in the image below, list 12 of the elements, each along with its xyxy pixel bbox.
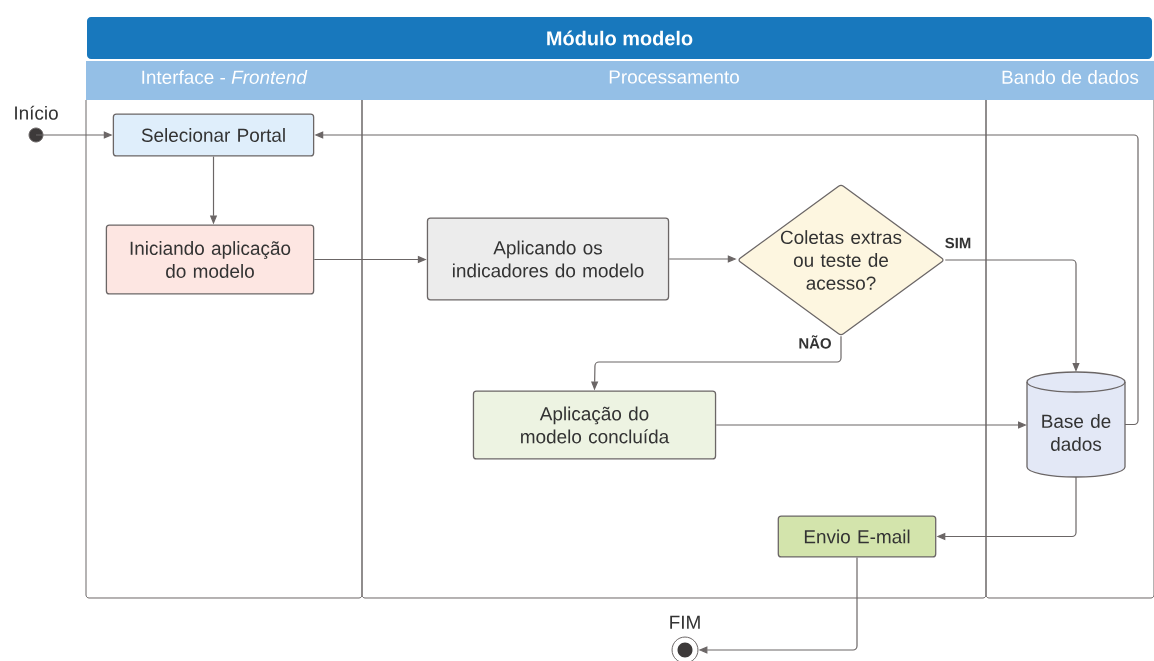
node-caption: FIM xyxy=(670,615,700,629)
database-cylinder: Base de dados xyxy=(1026,371,1126,478)
node-caption: Início xyxy=(15,105,58,120)
process-box: Envio E-mail xyxy=(777,515,937,558)
start-node xyxy=(28,127,44,143)
process-box: Aplicação do modelo concluída xyxy=(472,390,717,460)
edge-label: NÃO xyxy=(797,334,833,350)
process-box: Iniciando aplicação do modelo xyxy=(105,224,315,295)
process-box: Selecionar Portal xyxy=(112,113,315,157)
end-node xyxy=(671,636,699,661)
process-box: Aplicando os indicadores do modelo xyxy=(426,217,670,301)
pool-header: Módulo modelo xyxy=(87,17,1152,59)
